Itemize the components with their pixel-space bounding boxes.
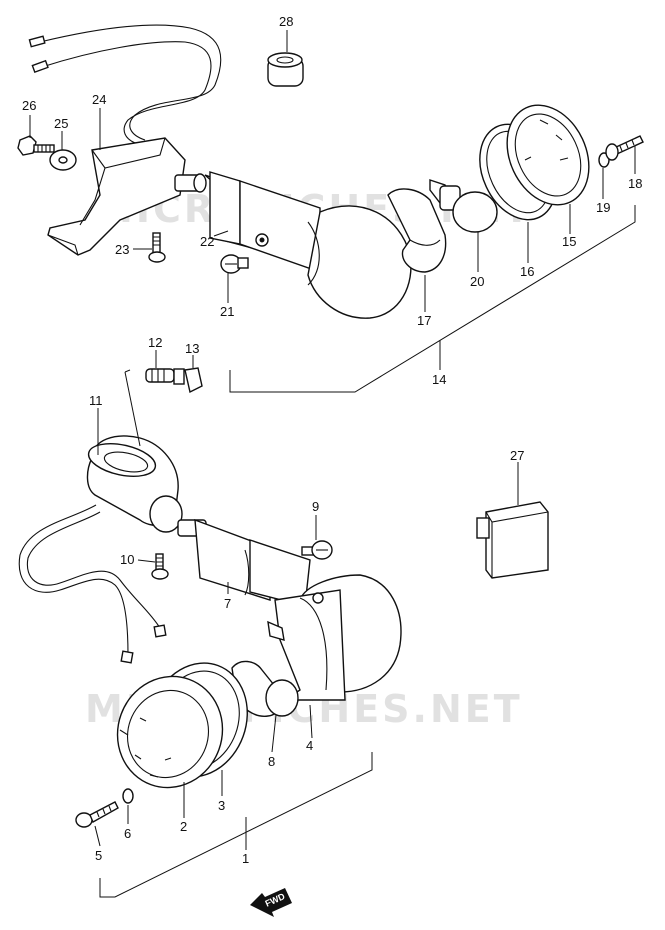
relay-27 [476, 501, 549, 579]
bolt-12 [145, 368, 185, 385]
fwd-arrow-icon: FWD [250, 888, 292, 917]
screw-18 [605, 135, 644, 161]
upper-wire-harness [28, 24, 222, 145]
label-5: 5 [95, 848, 102, 863]
screw-21 [220, 254, 249, 274]
label-21: 21 [220, 304, 234, 319]
label-25: 25 [54, 116, 68, 131]
label-8: 8 [268, 754, 275, 769]
grommet-28 [267, 52, 304, 87]
screw-23 [148, 232, 166, 263]
label-3: 3 [218, 798, 225, 813]
label-24: 24 [92, 92, 106, 107]
label-16: 16 [520, 264, 534, 279]
lower-housing-4 [267, 574, 402, 701]
label-2: 2 [180, 819, 187, 834]
bolt-26 [17, 135, 55, 156]
lens-2 [116, 675, 224, 789]
bulb-20 [439, 185, 498, 233]
label-7: 7 [224, 596, 231, 611]
label-1: 1 [242, 851, 249, 866]
label-14: 14 [432, 372, 446, 387]
label-15: 15 [562, 234, 576, 249]
label-13: 13 [185, 341, 199, 356]
upper-housing [307, 205, 412, 319]
label-20: 20 [470, 274, 484, 289]
clamp-11 [86, 435, 183, 533]
washer-25 [49, 149, 77, 171]
nut-13 [184, 367, 203, 394]
label-12: 12 [148, 335, 162, 350]
assembly-bracket-14 [229, 205, 636, 393]
lower-wire-harness [18, 504, 167, 664]
stem-7 [177, 518, 311, 607]
screw-5 [75, 801, 119, 828]
washer-6 [122, 788, 134, 804]
screw-9 [301, 540, 333, 560]
label-11: 11 [89, 393, 103, 408]
label-28: 28 [279, 14, 293, 29]
label-26: 26 [22, 98, 36, 113]
assembly-bracket-1 [99, 752, 373, 898]
label-18: 18 [628, 176, 642, 191]
stem-22 [174, 171, 321, 273]
bracket-24 [47, 137, 186, 256]
label-4: 4 [306, 738, 313, 753]
label-10: 10 [120, 552, 134, 567]
label-22: 22 [200, 234, 214, 249]
lens-15 [506, 104, 590, 206]
label-17: 17 [417, 313, 431, 328]
label-27: 27 [510, 448, 524, 463]
part-labels: 28 26 25 24 23 22 21 20 17 16 15 19 18 1… [22, 14, 642, 866]
screw-10 [151, 553, 169, 580]
label-6: 6 [124, 826, 131, 841]
label-19: 19 [596, 200, 610, 215]
label-23: 23 [115, 242, 129, 257]
label-9: 9 [312, 499, 319, 514]
leader-lines [29, 30, 636, 850]
